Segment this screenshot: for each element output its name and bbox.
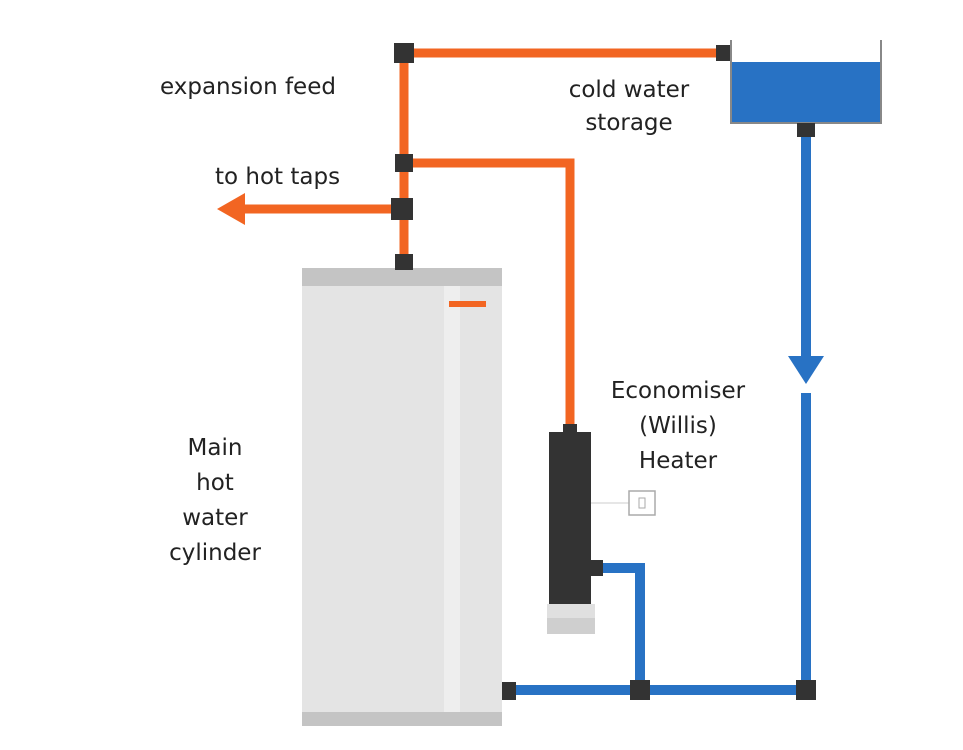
- heater-switch-inner: [638, 497, 646, 509]
- heater-cap: [563, 424, 577, 434]
- cylinder-body: [302, 268, 502, 726]
- connector-tank-inlet: [716, 45, 730, 61]
- economiser-return-pipe: [596, 563, 645, 690]
- to-hot-taps-label: to hot taps: [215, 164, 341, 190]
- heater-body: [549, 432, 591, 604]
- tank-water: [732, 62, 880, 122]
- economiser-heater: [547, 424, 656, 634]
- expansion-feed-label: expansion feed: [160, 74, 336, 100]
- cold-water-storage-label-line2: storage: [585, 110, 673, 136]
- connectors: [391, 43, 816, 700]
- economiser-label-line3: Heater: [638, 448, 718, 474]
- economiser-label-line2: (Willis): [639, 413, 717, 439]
- hot-taps-arrow-icon: [217, 193, 245, 225]
- cylinder-bottom-cap: [302, 712, 502, 726]
- cylinder-label-line4: cylinder: [169, 540, 261, 566]
- cylinder-stripe: [444, 268, 460, 726]
- cold-pipes: [505, 130, 824, 695]
- connector-economiser-tee: [395, 154, 413, 172]
- cylinder-indicator: [449, 301, 486, 307]
- cylinder-label-line1: Main: [187, 435, 243, 461]
- connector-top-left: [394, 43, 414, 63]
- heater-base-lower: [547, 618, 595, 634]
- cold-feed-arrow-icon: [788, 356, 824, 384]
- cylinder-top-cap: [302, 268, 502, 286]
- connector-cylinder-top: [395, 254, 413, 270]
- cylinder-label-line2: hot: [196, 470, 234, 496]
- main-cylinder: [302, 268, 502, 726]
- heater-switch-icon: [628, 490, 656, 516]
- cold-water-storage-label-line1: cold water: [568, 77, 690, 103]
- connector-bottom-corner: [796, 680, 816, 700]
- connector-hot-taps-tee: [391, 198, 413, 220]
- connector-heater-return: [591, 560, 603, 576]
- cold-water-tank: [730, 40, 882, 124]
- connector-cylinder-inlet: [502, 682, 516, 700]
- cylinder-label-line3: water: [182, 505, 248, 531]
- connector-tank-outlet: [797, 123, 815, 137]
- connector-bottom-tee: [630, 680, 650, 700]
- heater-base: [547, 604, 595, 618]
- economiser-flow-pipe: [404, 158, 575, 430]
- economiser-label-line1: Economiser: [610, 378, 746, 404]
